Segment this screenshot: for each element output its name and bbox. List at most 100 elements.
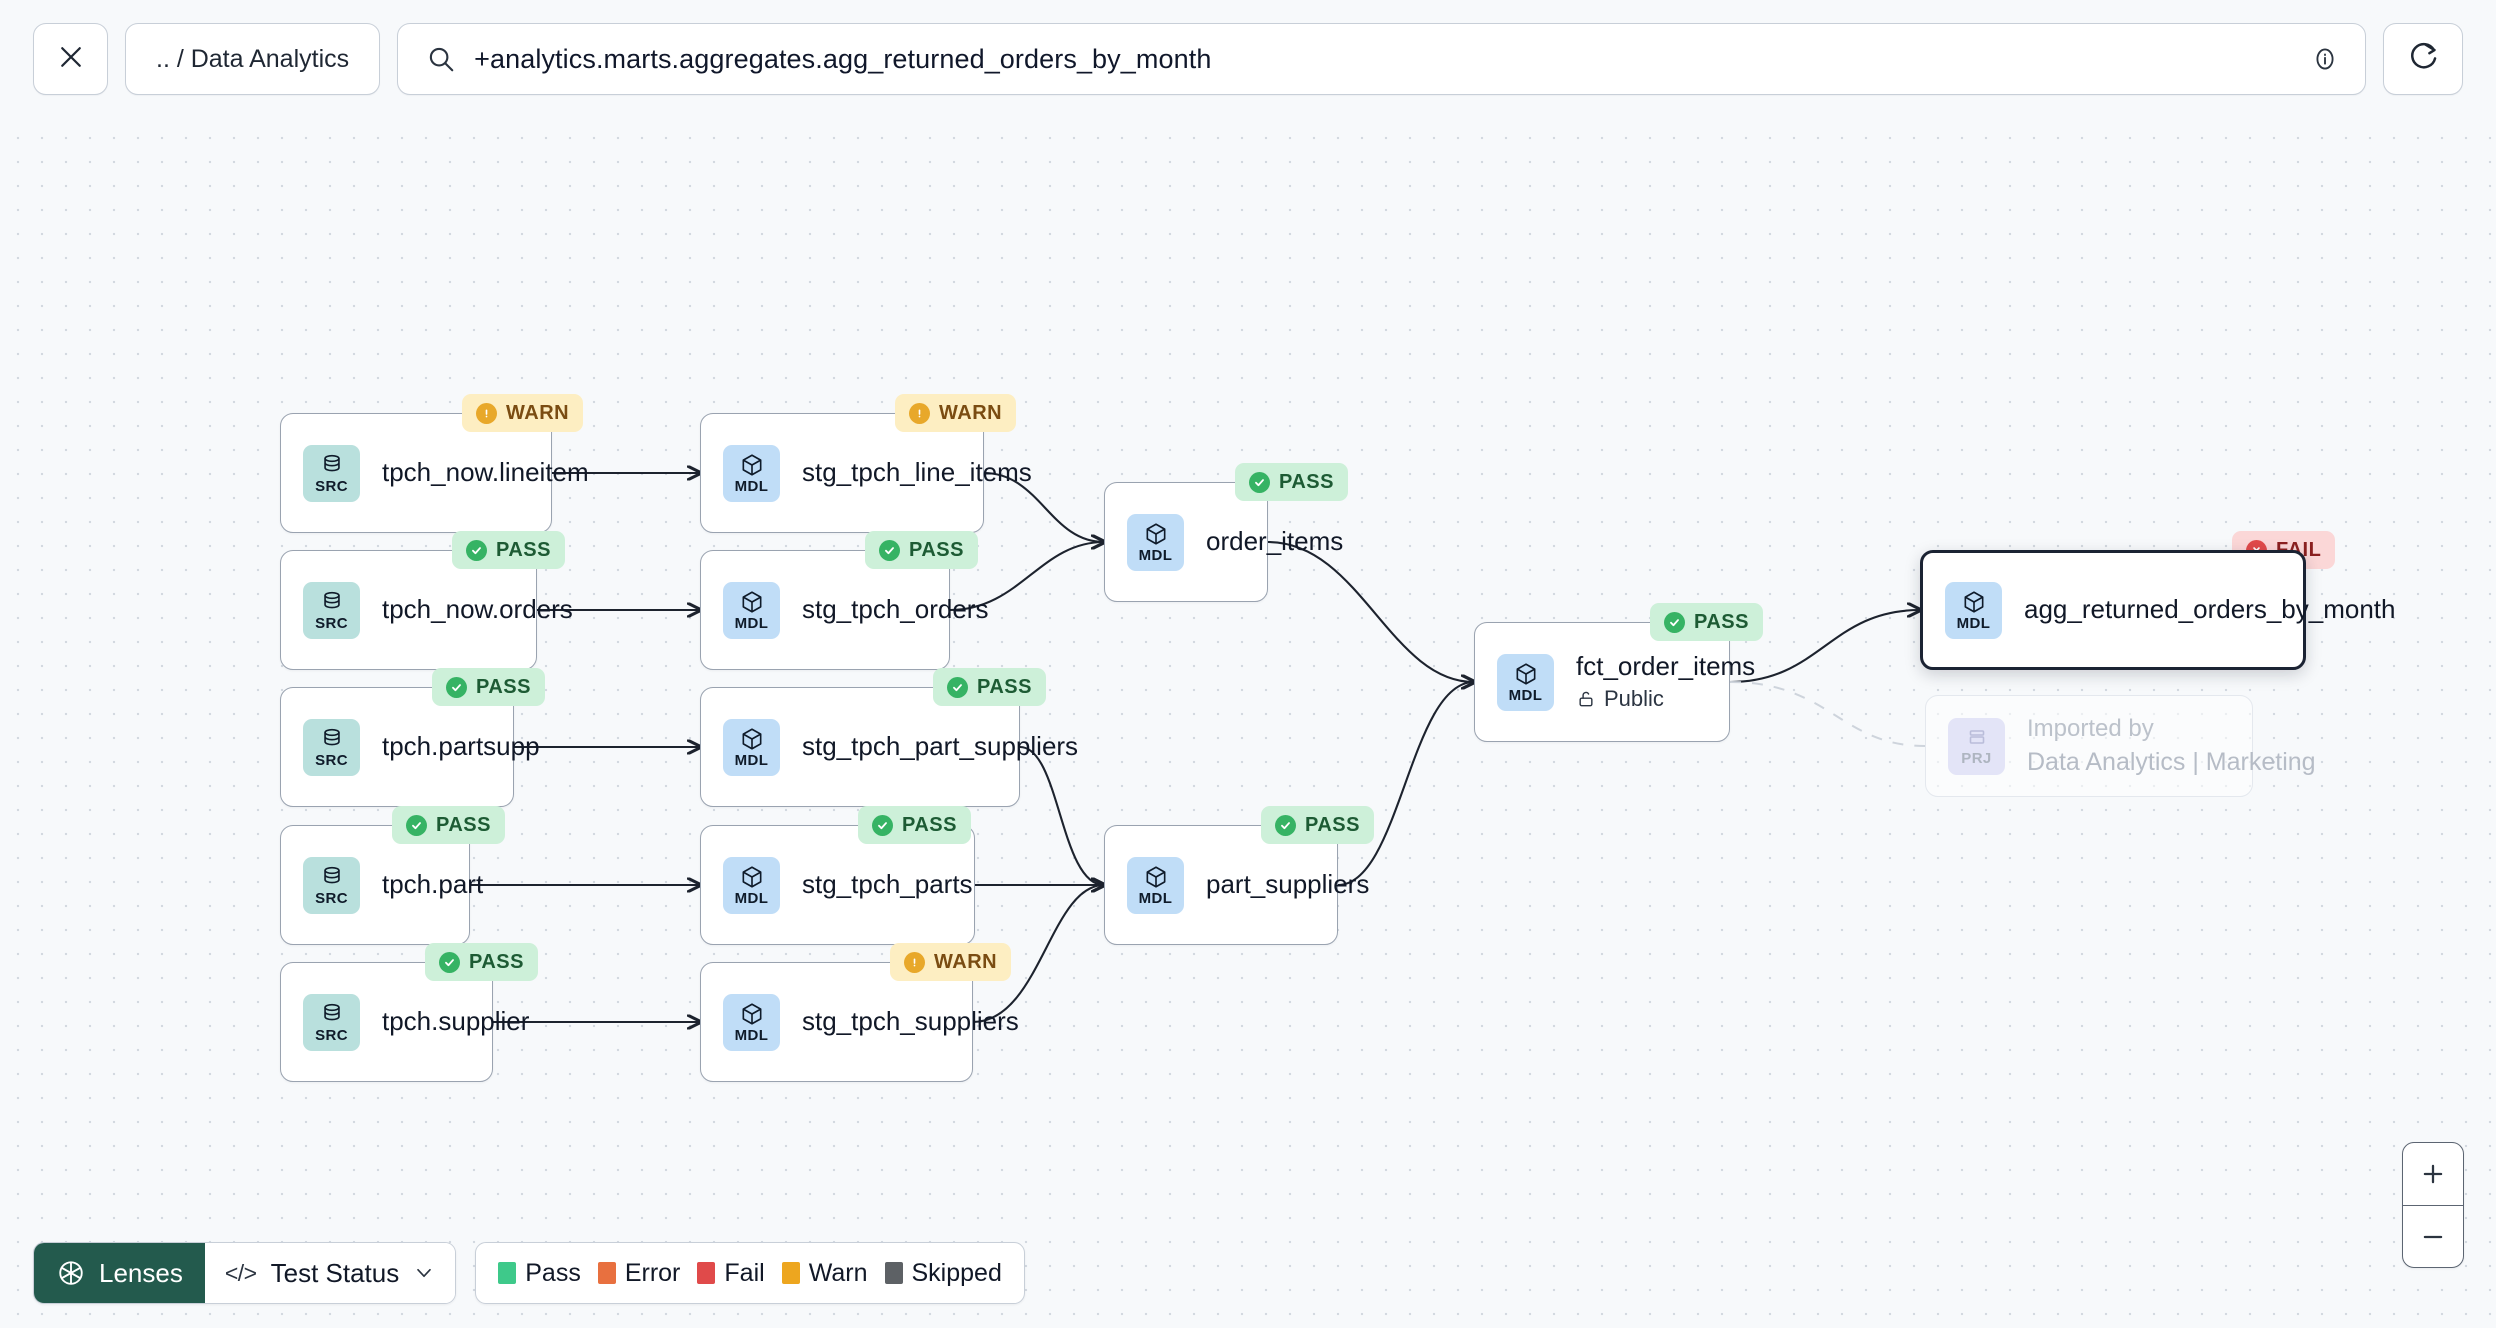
- node-label: Imported by Data Analytics | Marketing: [2027, 715, 2316, 777]
- source-icon-label: SRC: [315, 1027, 348, 1044]
- lenses-button[interactable]: Lenses: [34, 1243, 205, 1303]
- model-icon-label: MDL: [734, 890, 769, 907]
- refresh-icon: [2407, 40, 2440, 78]
- status-badge[interactable]: PASS: [1261, 806, 1374, 844]
- status-badge[interactable]: PASS: [392, 806, 505, 844]
- legend-item-error[interactable]: Error: [597, 1258, 681, 1288]
- code-icon: </>: [224, 1259, 257, 1286]
- zoom-in-button[interactable]: [2403, 1143, 2463, 1205]
- breadcrumb[interactable]: .. / Data Analytics: [125, 23, 381, 95]
- status-badge[interactable]: PASS: [865, 531, 978, 569]
- status-badge-label: WARN: [939, 401, 1003, 424]
- status-badge[interactable]: PASS: [933, 668, 1046, 706]
- close-button[interactable]: [33, 23, 108, 95]
- model-icon-label: MDL: [1508, 687, 1543, 704]
- status-badge[interactable]: PASS: [452, 531, 565, 569]
- node-fct-order-items[interactable]: MDL fct_order_items Public: [1474, 622, 1756, 742]
- node-part-suppliers[interactable]: MDL part_suppliers: [1104, 825, 1370, 945]
- zoom-out-button[interactable]: [2403, 1205, 2463, 1267]
- node-label: tpch.part: [382, 869, 484, 900]
- lens-select-value: Test Status: [270, 1257, 400, 1288]
- search-input[interactable]: +analytics.marts.aggregates.agg_returned…: [474, 43, 1212, 74]
- project-icon: PRJ: [1948, 717, 2005, 775]
- legend-label: Error: [624, 1258, 681, 1287]
- node-label: part_suppliers: [1206, 869, 1370, 900]
- legend-item-pass[interactable]: Pass: [498, 1259, 581, 1288]
- refresh-button[interactable]: [2383, 23, 2463, 95]
- pass-icon: [466, 539, 487, 561]
- node-stg-tpch-orders[interactable]: MDL stg_tpch_orders: [700, 550, 989, 670]
- unlock-icon: [1576, 688, 1596, 710]
- legend-swatch-pass: [498, 1262, 517, 1284]
- legend-label: Pass: [525, 1258, 581, 1287]
- status-badge[interactable]: PASS: [425, 943, 538, 981]
- status-badge[interactable]: PASS: [858, 806, 971, 844]
- pass-icon: [446, 676, 467, 698]
- model-icon-label: MDL: [734, 478, 769, 495]
- node-label: fct_order_items Public: [1576, 650, 1756, 712]
- status-badge[interactable]: PASS: [1650, 603, 1763, 641]
- status-badge[interactable]: WARN: [462, 394, 584, 432]
- status-badge-label: PASS: [469, 950, 524, 973]
- visibility-label: Public: [1604, 686, 1664, 712]
- node-stg-tpch-suppliers[interactable]: MDL stg_tpch_suppliers: [700, 962, 1019, 1082]
- legend-swatch-skipped: [884, 1262, 903, 1284]
- search-icon: [426, 44, 456, 74]
- model-icon-label: MDL: [1138, 547, 1173, 564]
- status-badge[interactable]: PASS: [432, 668, 545, 706]
- legend-item-skipped[interactable]: Skipped: [884, 1258, 1002, 1288]
- pass-icon: [872, 814, 893, 836]
- node-label: stg_tpch_orders: [802, 594, 989, 625]
- node-tpch-now-orders[interactable]: SRC tpch_now.orders: [280, 550, 573, 670]
- legend-item-fail[interactable]: Fail: [697, 1259, 765, 1288]
- node-imported-by-project[interactable]: PRJ Imported by Data Analytics | Marketi…: [1925, 695, 2316, 797]
- legend-item-warn[interactable]: Warn: [781, 1259, 868, 1288]
- model-icon: MDL: [723, 718, 780, 776]
- node-agg-returned-orders-by-month[interactable]: MDL agg_returned_orders_by_month: [1920, 550, 2396, 670]
- pass-icon: [439, 951, 460, 973]
- pass-icon: [947, 676, 968, 698]
- node-stg-tpch-line-items[interactable]: MDL stg_tpch_line_items: [700, 413, 1032, 533]
- model-icon: MDL: [1127, 856, 1184, 914]
- status-legend: Pass Error Fail Warn Skipped: [475, 1242, 1025, 1304]
- source-icon: SRC: [303, 993, 360, 1051]
- warn-icon: [904, 951, 925, 973]
- status-badge[interactable]: WARN: [890, 943, 1012, 981]
- model-icon: MDL: [1127, 513, 1184, 571]
- pass-icon: [406, 814, 427, 836]
- node-label: agg_returned_orders_by_month: [2024, 594, 2396, 625]
- legend-swatch-error: [597, 1262, 616, 1284]
- node-label: stg_tpch_parts: [802, 869, 973, 900]
- pass-icon: [879, 539, 900, 561]
- lens-select[interactable]: </> Test Status: [204, 1243, 456, 1303]
- status-badge-label: PASS: [1694, 610, 1749, 633]
- node-label: tpch.supplier: [382, 1006, 530, 1037]
- status-badge-label: PASS: [909, 538, 964, 561]
- status-badge[interactable]: PASS: [1235, 463, 1348, 501]
- source-icon-label: SRC: [315, 752, 348, 769]
- node-tpch-part[interactable]: SRC tpch.part: [280, 825, 484, 945]
- imported-by-title: Imported by: [2027, 715, 2154, 743]
- bottom-toolbar: Lenses </> Test Status Pass Error: [33, 1242, 1025, 1304]
- status-badge-label: PASS: [476, 675, 531, 698]
- lineage-search-bar[interactable]: +analytics.marts.aggregates.agg_returned…: [397, 23, 2366, 95]
- pass-icon: [1664, 611, 1685, 633]
- warn-icon: [909, 402, 930, 424]
- model-icon: MDL: [723, 444, 780, 502]
- minus-icon: [2420, 1224, 2446, 1250]
- imported-by-project-name: Data Analytics | Marketing: [2027, 748, 2316, 777]
- status-badge[interactable]: WARN: [895, 394, 1017, 432]
- visibility-row: Public: [1576, 686, 1729, 712]
- node-tpch-now-lineitem[interactable]: SRC tpch_now.lineitem: [280, 413, 589, 533]
- lens-aperture-icon: [56, 1258, 86, 1288]
- legend-label: Skipped: [911, 1258, 1002, 1287]
- status-badge-label: WARN: [506, 401, 570, 424]
- node-label: stg_tpch_part_suppliers: [802, 731, 1079, 762]
- zoom-controls: [2402, 1142, 2464, 1268]
- info-icon[interactable]: [2311, 45, 2339, 73]
- node-tpch-partsupp[interactable]: SRC tpch.partsupp: [280, 687, 540, 807]
- node-label: order_items: [1206, 526, 1343, 557]
- breadcrumb-label: .. / Data Analytics: [156, 44, 350, 73]
- node-label: stg_tpch_line_items: [802, 457, 1032, 488]
- model-icon-label: MDL: [1956, 615, 1991, 632]
